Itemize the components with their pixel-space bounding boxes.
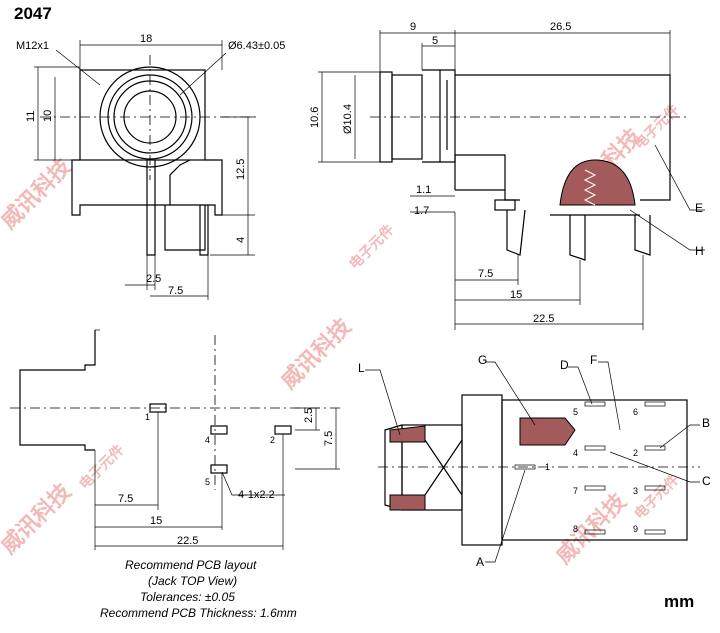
callout-g: G: [478, 353, 487, 367]
watermark-text: 电子元件: [76, 441, 128, 493]
top-pins: 5 6 4 2 1 7 3 8 9: [514, 401, 666, 535]
callout-c: C: [702, 474, 711, 488]
part-number: 2047: [14, 4, 52, 23]
hole-note: 4-1x2.2: [238, 489, 275, 501]
callout-l: L: [358, 361, 365, 375]
callout-d: D: [560, 358, 569, 372]
pad-label: 5: [205, 477, 210, 487]
dim-pin-offset: 2.5: [146, 273, 161, 285]
watermark-text: 威讯科技: [0, 478, 77, 559]
side-pin: [634, 215, 651, 256]
callout-h: H: [695, 244, 704, 258]
dim-a: 1.1: [416, 184, 431, 196]
dim-length: 26.5: [550, 21, 571, 33]
dim-thread: M12x1: [16, 40, 49, 52]
watermark-text: 电子元件: [346, 221, 398, 273]
callout-b: B: [702, 416, 710, 430]
pad-label: 4: [205, 435, 210, 445]
dim-b: 1.7: [414, 205, 429, 217]
pcb-outline: [19, 330, 96, 451]
dim-hole: Ø6.43±0.05: [228, 40, 285, 52]
watermark-text: 威讯科技: [276, 313, 357, 394]
dim-width: 18: [140, 33, 152, 45]
dim-side-diameter: Ø10.4: [342, 104, 354, 134]
dim-v1: 2.5: [303, 408, 315, 423]
pin-label: 6: [633, 407, 638, 417]
front-view: 18 M12x1 Ø6.43±0.05 11 10 12.5 4 2.5 7.5: [16, 33, 285, 300]
pin-spring: [169, 159, 191, 205]
top-body: [501, 399, 688, 541]
side-pin: [506, 209, 526, 256]
dim-c: 7.5: [478, 268, 493, 280]
dim-pin-pitch: 7.5: [168, 285, 183, 297]
pin-label: 2: [633, 448, 638, 458]
dim-side-height: 10.6: [309, 107, 321, 128]
dim-h2: 15: [150, 515, 162, 527]
side-body: [422, 69, 671, 201]
callout-e: E: [695, 201, 703, 215]
pad-2: [274, 425, 292, 435]
pin: [146, 160, 156, 256]
side-pin: [569, 215, 586, 261]
pcb-layout: 1 2 4 5 4-1x2.2 2.5 7.5 7.5 15 22.5 Reco…: [10, 329, 340, 620]
pad-4: [210, 425, 228, 435]
pin-label: 9: [633, 524, 638, 534]
top-front-plate: [461, 394, 503, 546]
dim-step: 5: [432, 35, 438, 47]
pin: [199, 205, 209, 256]
dim-pin-height: 12.5: [235, 159, 247, 180]
dim-v2: 7.5: [323, 431, 335, 446]
pin-label: 1: [545, 462, 550, 472]
top-view: 5 6 4 2 1 7 3 8 9 L G D F B C A: [358, 353, 711, 569]
pin-label: 7: [573, 486, 578, 496]
callout-f: F: [590, 353, 597, 367]
pcb-note: (Jack TOP View): [148, 574, 237, 588]
pin-label: 4: [573, 448, 578, 458]
pcb-note: Tolerances: ±0.05: [140, 590, 235, 604]
pin-label: 8: [573, 524, 578, 534]
side-view: 9 26.5 5 10.6 Ø10.4 1.1 1.7 7.5 15 22.5 …: [309, 21, 705, 330]
watermark-text: 电子元件: [631, 471, 683, 523]
pcb-note: Recommend PCB Thickness: 1.6mm: [100, 606, 297, 620]
contact-spring: [559, 159, 636, 206]
watermark-text: 电子元件: [631, 101, 683, 153]
dim-d: 15: [510, 289, 522, 301]
dim-h3: 22.5: [177, 535, 198, 547]
dim-e: 22.5: [533, 313, 554, 325]
side-lower: [422, 154, 520, 201]
watermark-text: 威讯科技: [0, 153, 77, 234]
pin-label: 3: [633, 486, 638, 496]
dim-h1: 7.5: [118, 493, 133, 505]
dim-pin-len: 4: [235, 237, 247, 243]
dim-flange: 9: [410, 21, 416, 33]
pcb-note: Recommend PCB layout: [125, 558, 257, 572]
pad-5: [210, 464, 228, 474]
dim-height-total: 11: [25, 111, 37, 122]
callout-a: A: [476, 555, 484, 569]
front-body: [79, 69, 206, 161]
watermark-text: 威讯科技: [551, 488, 632, 569]
dim-height-body: 10: [42, 110, 54, 122]
pin-label: 5: [573, 407, 578, 417]
unit-label: mm: [664, 592, 694, 611]
pin-block: [164, 205, 206, 251]
pad-label: 2: [270, 435, 275, 445]
top-spring: [519, 417, 576, 446]
pad-label: 1: [145, 412, 150, 422]
